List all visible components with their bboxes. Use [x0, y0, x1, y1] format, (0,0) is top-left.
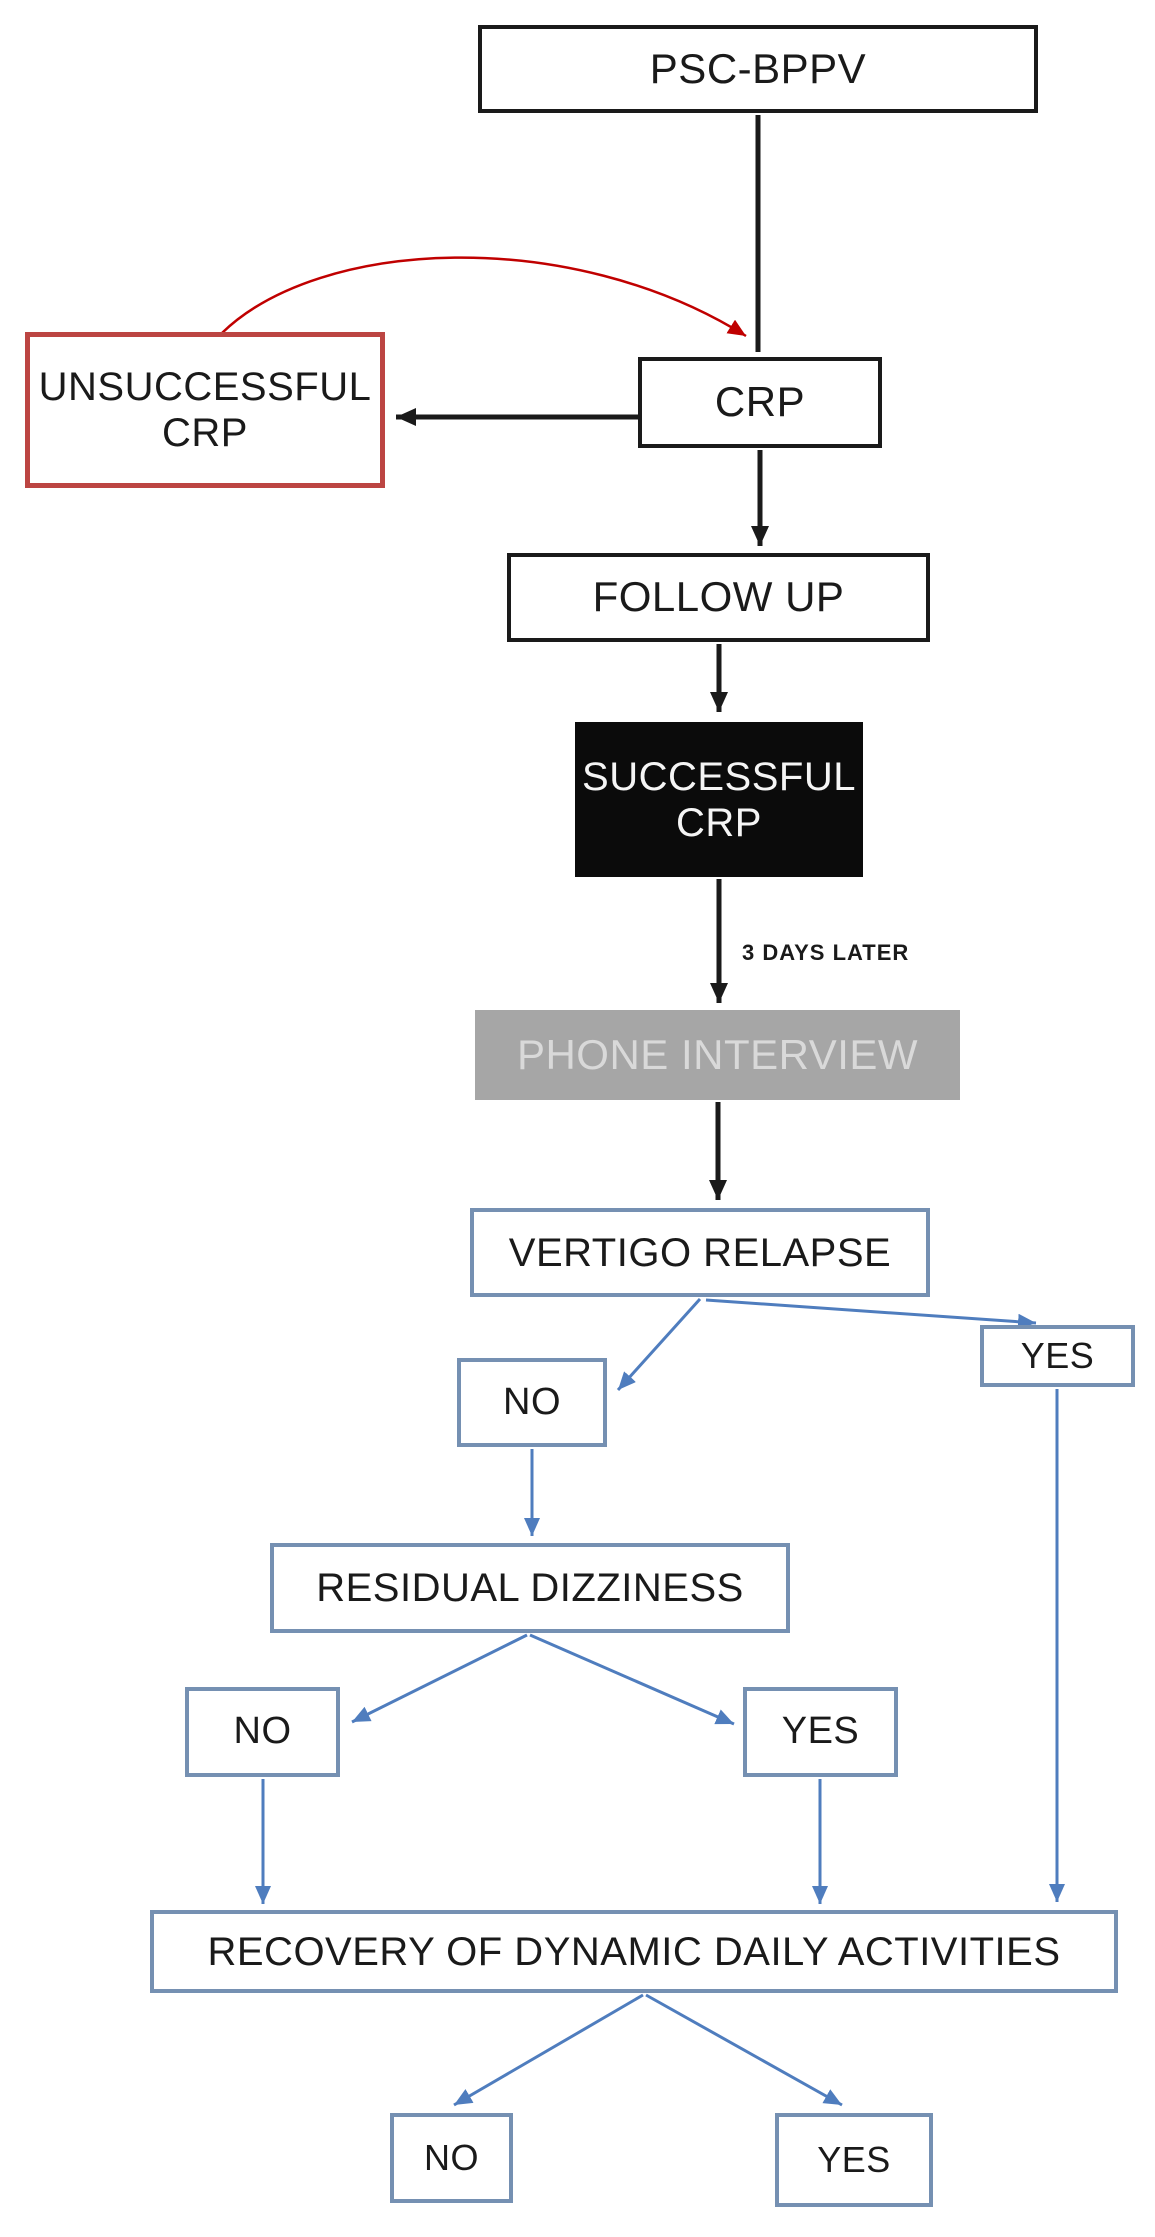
edge-unsuccessful-retry-crp — [221, 256, 747, 338]
node-vertigo-yes-label: YES — [1020, 1335, 1095, 1377]
edge-recovery-to-no — [453, 1993, 644, 2107]
node-crp: CRP — [638, 357, 882, 448]
edge-residual-to-yes — [529, 1633, 735, 1726]
node-unsuccessful-crp: UNSUCCESSFUL CRP — [25, 332, 385, 488]
node-residual-dizziness: RESIDUAL DIZZINESS — [270, 1543, 790, 1633]
node-vertigo-yes: YES — [980, 1325, 1135, 1387]
node-vertigo-relapse: VERTIGO RELAPSE — [470, 1208, 930, 1297]
node-recovery-yes-label: YES — [817, 2139, 891, 2181]
edge-vertigo-to-yes — [705, 1298, 1037, 1330]
edge-vertigo-to-no — [616, 1297, 702, 1392]
node-residual-yes: YES — [743, 1687, 898, 1777]
node-psc-bppv: PSC-BPPV — [478, 25, 1038, 113]
node-psc-bppv-label: PSC-BPPV — [649, 44, 867, 92]
node-recovery-label: RECOVERY OF DYNAMIC DAILY ACTIVITIES — [207, 1929, 1061, 1974]
node-recovery-yes: YES — [775, 2113, 933, 2207]
node-residual-no: NO — [185, 1687, 340, 1777]
node-residual-yes-label: YES — [781, 1710, 860, 1753]
node-follow-up: FOLLOW UP — [507, 553, 930, 642]
node-vertigo-no-label: NO — [503, 1380, 561, 1423]
node-residual-no-label: NO — [233, 1710, 292, 1753]
node-vertigo-no: NO — [457, 1358, 607, 1447]
node-recovery-dynamic-daily-activities: RECOVERY OF DYNAMIC DAILY ACTIVITIES — [150, 1910, 1118, 1993]
edge-label-3-days-later: 3 DAYS LATER — [742, 940, 910, 965]
node-recovery-no-label: NO — [424, 2137, 479, 2179]
edge-residual-to-no — [351, 1633, 528, 1724]
node-phone-interview: PHONE INTERVIEW — [475, 1010, 960, 1100]
node-unsuccessful-crp-label: UNSUCCESSFUL CRP — [38, 365, 372, 455]
node-follow-up-label: FOLLOW UP — [592, 573, 845, 621]
node-recovery-no: NO — [390, 2113, 513, 2203]
node-phone-interview-label: PHONE INTERVIEW — [516, 1030, 919, 1078]
edge-recovery-to-yes — [645, 1993, 843, 2107]
node-crp-label: CRP — [714, 378, 806, 426]
node-vertigo-relapse-label: VERTIGO RELAPSE — [508, 1230, 892, 1275]
node-successful-crp: SUCCESSFUL CRP — [575, 722, 863, 877]
node-residual-dizziness-label: RESIDUAL DIZZINESS — [316, 1566, 744, 1610]
node-successful-crp-label: SUCCESSFUL CRP — [582, 754, 856, 845]
